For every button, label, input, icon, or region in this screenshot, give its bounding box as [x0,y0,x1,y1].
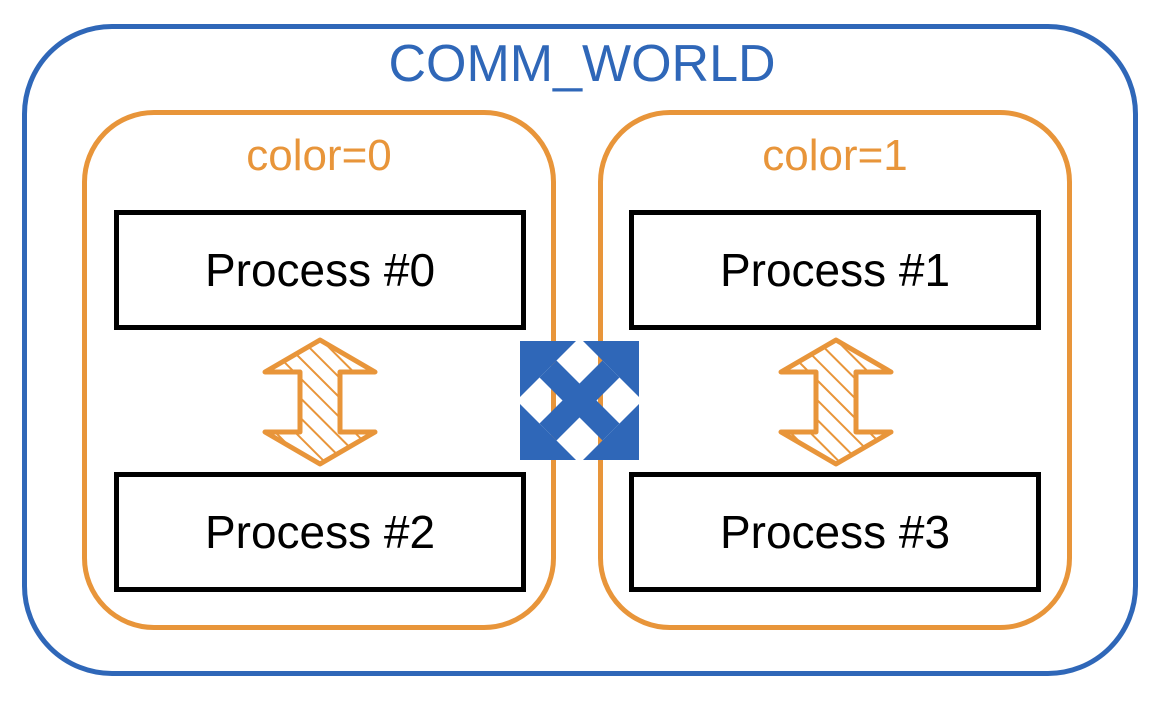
process-3-box: Process #3 [629,472,1041,592]
process-3-label: Process #3 [719,506,951,558]
right-double-arrow-icon [778,337,894,467]
process-2-label: Process #2 [204,506,436,558]
process-1-box: Process #1 [629,210,1041,330]
comm-world-container [22,24,1138,676]
color-1-label: color=1 [762,131,908,180]
process-0-label: Process #0 [204,244,436,296]
comm-world-title: COMM_WORLD [388,35,776,93]
process-1-label: Process #1 [719,244,951,296]
left-double-arrow-icon [262,337,378,467]
cross-arrows-icon [520,341,639,460]
color-0-label: color=0 [246,131,392,180]
process-2-box: Process #2 [114,472,526,592]
process-0-box: Process #0 [114,210,526,330]
